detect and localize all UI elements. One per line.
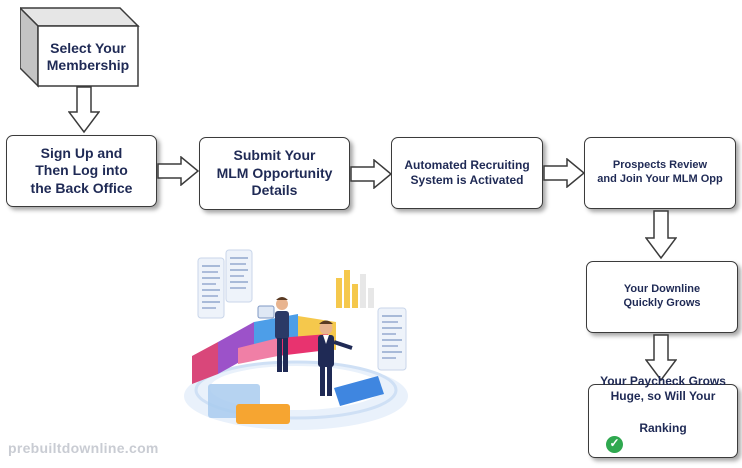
business-people-data-dashboard-illustration <box>184 249 408 430</box>
step-paycheck-grows: Your Paycheck Grows Huge, so Will Your R… <box>588 374 738 458</box>
arrow-down-1 <box>68 86 100 134</box>
check-circle-icon: ✓ <box>606 436 624 453</box>
step-downline-grows: Your Downline Quickly Grows <box>586 261 738 333</box>
arrow-right-1 <box>157 156 199 186</box>
arrow-right-2 <box>350 159 392 189</box>
watermark: prebuiltdownline.com <box>8 440 159 456</box>
ranking-label: Ranking <box>639 421 687 435</box>
step-select-membership: Select Your Membership <box>46 39 130 74</box>
step-automated-recruiting: Automated Recruiting System is Activated <box>391 137 543 209</box>
membership-cube <box>20 6 140 88</box>
arrow-down-3 <box>645 334 677 382</box>
arrow-right-3 <box>543 158 585 188</box>
arrow-down-2 <box>645 210 677 260</box>
step-prospects-join: Prospects Review and Join Your MLM Opp <box>584 137 736 209</box>
step-sign-up: Sign Up and Then Log into the Back Offic… <box>6 135 157 207</box>
step-submit-details: Submit Your MLM Opportunity Details <box>199 137 350 210</box>
